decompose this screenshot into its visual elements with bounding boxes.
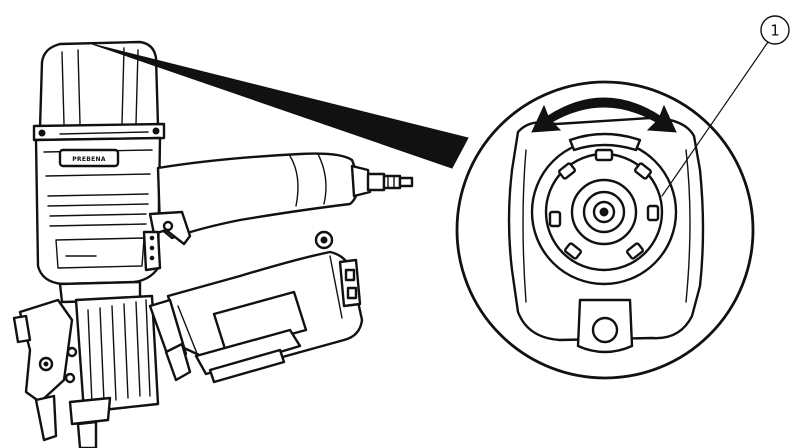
coil-nailer: PREBENA xyxy=(12,40,414,448)
callout-1: 1 xyxy=(661,15,790,197)
brand-plate: PREBENA xyxy=(58,148,120,168)
trigger xyxy=(142,210,192,272)
magazine xyxy=(166,250,364,384)
housing-lug xyxy=(576,298,634,354)
exhaust-deflector xyxy=(530,132,678,286)
brand-label: PREBENA xyxy=(72,156,106,163)
nailer-body: PREBENA xyxy=(34,136,162,286)
air-fitting xyxy=(366,172,414,192)
rotation-arrow xyxy=(531,97,677,133)
zoom-leader xyxy=(91,43,469,169)
nose-assembly xyxy=(12,280,192,448)
cylinder-cap xyxy=(32,40,166,142)
callout-number: 1 xyxy=(770,22,780,40)
detail-circle xyxy=(455,80,755,380)
handle xyxy=(156,152,372,240)
